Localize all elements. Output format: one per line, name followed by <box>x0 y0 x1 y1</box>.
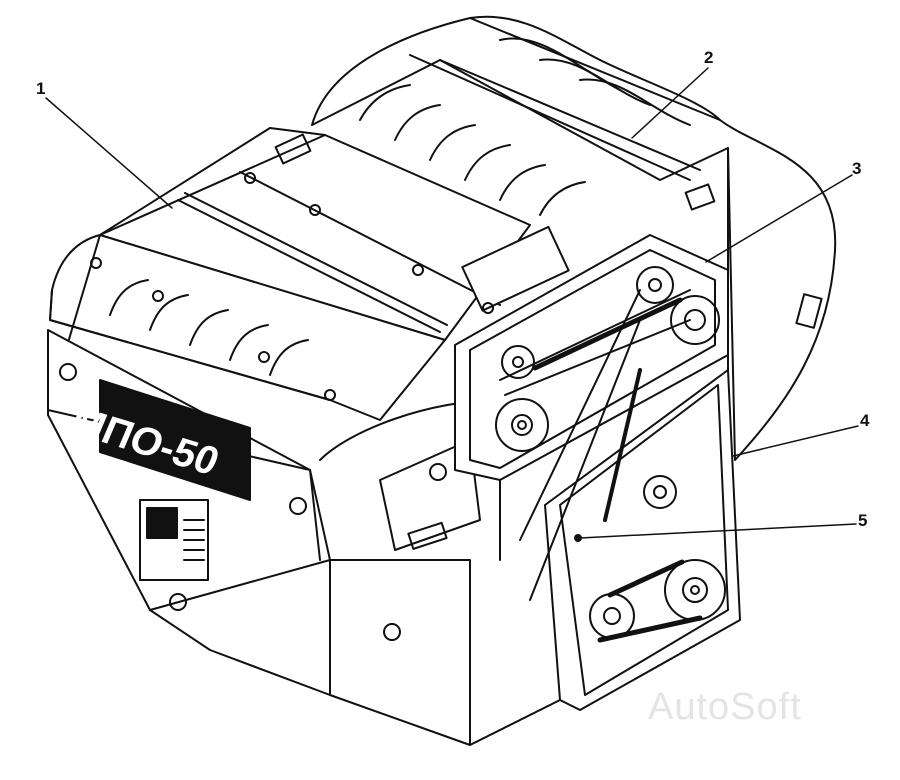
callout-2: 2 <box>704 48 714 67</box>
leader-line-2 <box>631 67 709 139</box>
callout-1: 1 <box>36 79 46 98</box>
leader-line-3 <box>705 174 853 263</box>
watermark: AutoSoft <box>648 686 802 728</box>
leader-line-1 <box>45 97 173 209</box>
callout-5: 5 <box>858 511 868 530</box>
belt-drive <box>454 234 741 711</box>
top-cover <box>99 127 570 341</box>
leader-lines <box>45 67 859 539</box>
leader-line-5 <box>579 523 857 539</box>
callout-4: 4 <box>860 411 870 430</box>
callout-3: 3 <box>852 159 862 178</box>
leader-line-4 <box>732 425 859 457</box>
